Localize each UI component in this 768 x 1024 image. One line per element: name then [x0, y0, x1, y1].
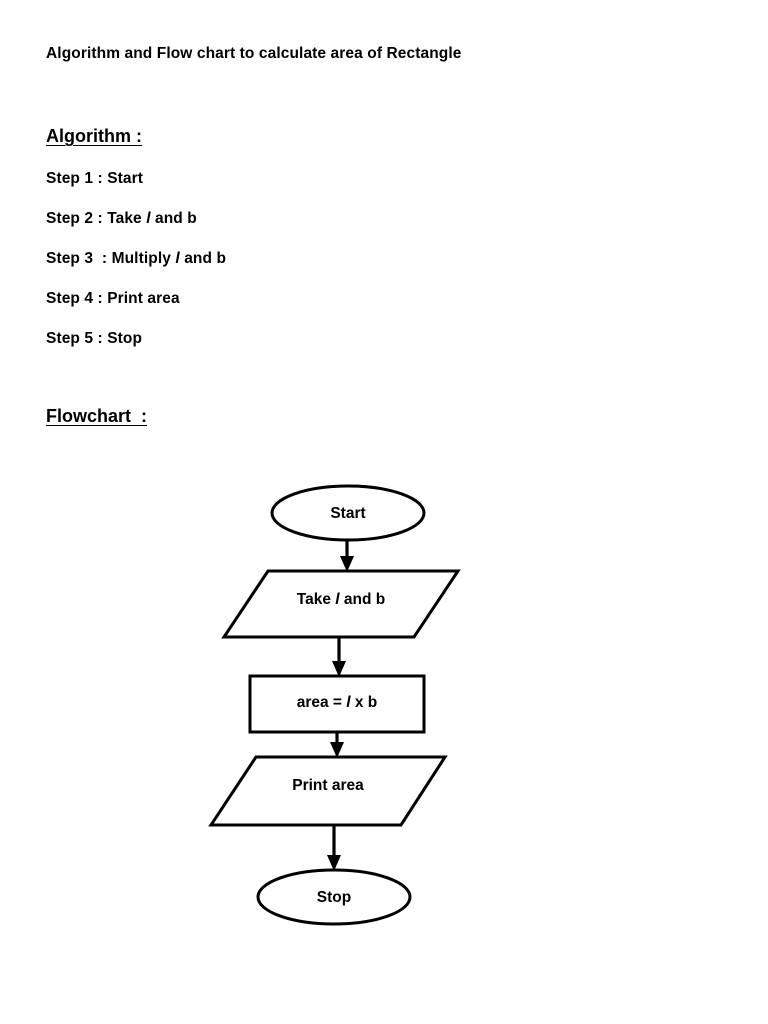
flowchart-node-start-label: Start — [330, 505, 365, 522]
step-3-suffix: and b — [179, 250, 227, 267]
flowchart-node-input — [221, 569, 461, 639]
step-2-variable: l — [146, 210, 151, 227]
flowchart-node-output — [208, 755, 448, 827]
arrow-down-icon-4 — [327, 855, 341, 871]
algorithm-step-5: Step 5 : Stop — [46, 330, 142, 348]
algorithm-step-1: Step 1 : Start — [46, 170, 143, 188]
flowchart-node-input-label-suffix: and b — [340, 591, 386, 608]
flowchart-node-process-label-variable: l — [346, 694, 351, 711]
page-title: Algorithm and Flow chart to calculate ar… — [46, 45, 462, 62]
flowchart-node-process-label-suffix: x b — [351, 694, 378, 711]
flowchart-node-process-label: area = l x b — [297, 694, 378, 711]
step-4-text: Step 4 : Print area — [46, 290, 180, 307]
flowchart-node-process-label-prefix: area = — [297, 694, 347, 711]
flowchart-node-stop-label: Stop — [317, 889, 351, 906]
step-3-variable: l — [175, 250, 180, 267]
arrow-down-icon-3 — [330, 742, 344, 758]
algorithm-step-2: Step 2 : Take l and b — [46, 210, 197, 228]
arrow-down-icon-1 — [340, 556, 354, 572]
flowchart-node-input-label-variable: l — [335, 591, 340, 608]
algorithm-step-3: Step 3 : Multiply l and b — [46, 250, 226, 268]
flowchart-heading: Flowchart : — [46, 406, 148, 426]
step-3-prefix: Step 3 : Multiply — [46, 250, 176, 267]
flowchart-node-stop — [256, 868, 412, 926]
flowchart-node-input-label: Take l and b — [297, 591, 385, 608]
step-5-text: Step 5 : Stop — [46, 330, 143, 347]
step-2-prefix: Step 2 : Take — [46, 210, 147, 227]
arrow-down-icon-2 — [332, 661, 346, 677]
flowchart-node-input-label-prefix: Take — [297, 591, 336, 608]
flowchart-node-process — [248, 674, 426, 734]
step-1-text: Step 1 : Start — [46, 170, 144, 187]
algorithm-heading: Algorithm : — [46, 126, 142, 146]
step-2-suffix: and b — [150, 210, 197, 227]
algorithm-step-4: Step 4 : Print area — [46, 290, 180, 308]
flowchart-node-output-label: Print area — [292, 777, 364, 794]
